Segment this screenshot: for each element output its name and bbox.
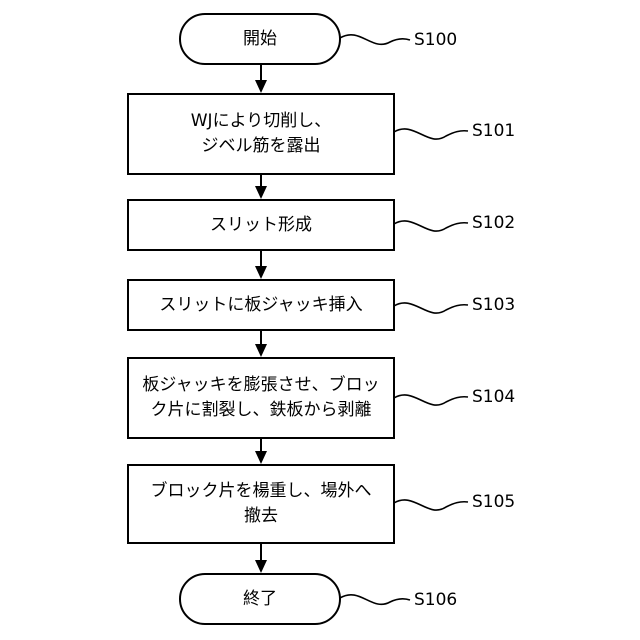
leader-s102	[394, 221, 468, 231]
start-terminal-text: 開始	[180, 14, 340, 64]
step-s103-text: スリットに板ジャッキ挿入	[128, 280, 394, 330]
step-s102-text: スリット形成	[128, 200, 394, 250]
step-ref-s103: S103	[472, 295, 515, 315]
step-ref-s102: S102	[472, 213, 515, 233]
leader-s105	[394, 500, 468, 510]
leader-s101	[394, 129, 468, 139]
end-terminal-text: 終了	[180, 574, 340, 624]
step-ref-s100: S100	[414, 30, 457, 50]
step-ref-s105: S105	[472, 492, 515, 512]
step-s104-text: 板ジャッキを膨張させ、ブロッ ク片に割裂し、鉄板から剥離	[128, 358, 394, 438]
step-s101-text: WJにより切削し、 ジベル筋を露出	[128, 94, 394, 174]
leader-s103	[394, 303, 468, 313]
step-ref-s101: S101	[472, 121, 515, 141]
leader-s100	[340, 35, 410, 45]
step-s105-text: ブロック片を楊重し、場外へ 撤去	[128, 465, 394, 543]
leader-s106	[340, 595, 410, 605]
step-ref-s104: S104	[472, 387, 515, 407]
leader-s104	[394, 395, 468, 405]
step-ref-s106: S106	[414, 590, 457, 610]
